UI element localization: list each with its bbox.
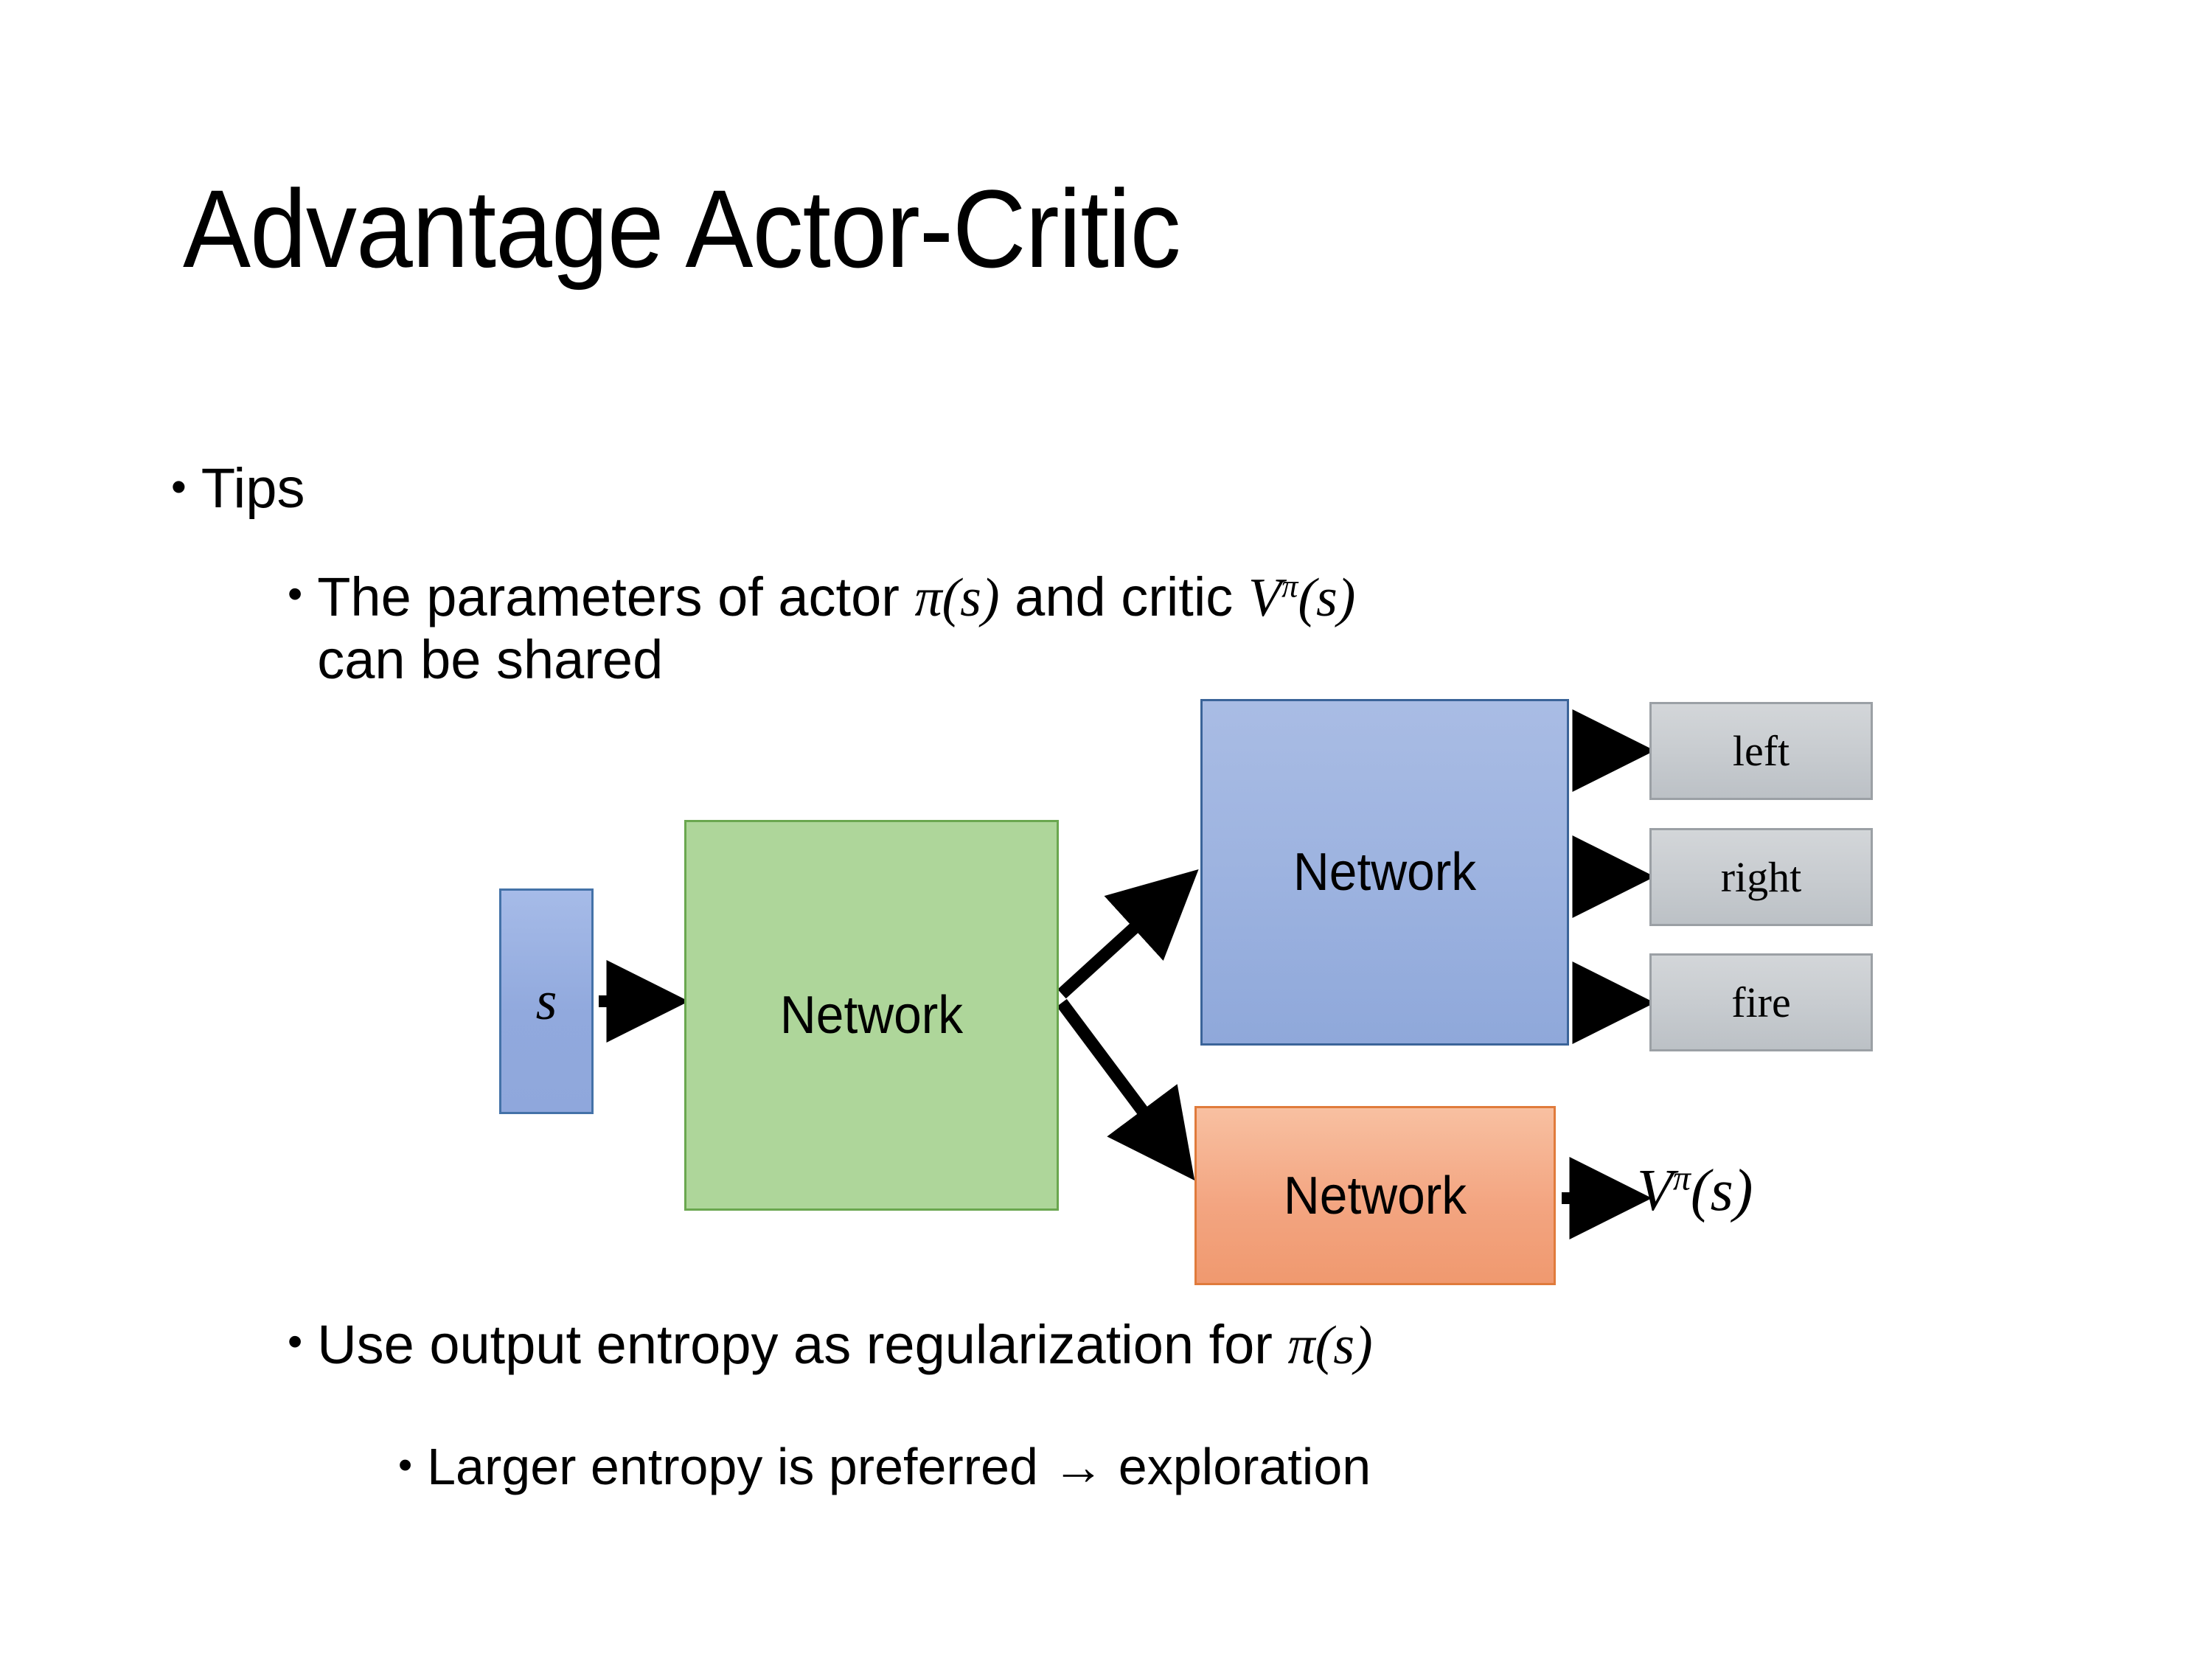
actor-network-label: Network [1293, 843, 1477, 902]
math-v-pi-of-s: Vπ(s) [1248, 567, 1356, 628]
action-box-left[interactable]: left [1649, 702, 1873, 800]
bullet-entropy-label: Use output entropy as regularization for… [317, 1314, 1372, 1377]
text-entropy-before: Use output entropy as regularization for [317, 1314, 1288, 1375]
bullet-marker-icon: • [171, 462, 187, 511]
math-v-argument: (s) [1298, 568, 1356, 628]
shared-network-box[interactable]: Network [684, 820, 1059, 1211]
bullet-marker-icon: • [398, 1442, 413, 1487]
bullet-shared-parameters: • The parameters of actor π(s) and criti… [288, 566, 1355, 692]
actor-network-box[interactable]: Network [1200, 699, 1569, 1046]
math-pi-of-s: π(s) [914, 568, 1000, 628]
arrow-shared-to-actor [1057, 869, 1199, 999]
shared-network-label: Network [779, 986, 964, 1045]
critic-network-label: Network [1283, 1166, 1467, 1225]
page-title: Advantage Actor-Critic [183, 167, 1181, 291]
text-params-middle: and critic [999, 566, 1248, 627]
math-v-base: V [1248, 568, 1282, 628]
bullet-tips: • Tips [171, 457, 305, 521]
action-box-fire[interactable]: fire [1649, 953, 1873, 1051]
text-params-before: The parameters of actor [317, 566, 915, 627]
value-argument: (s) [1690, 1158, 1753, 1223]
bullet-larger-entropy-label: Larger entropy is preferred → exploratio… [427, 1438, 1371, 1495]
state-input-box[interactable]: s [499, 888, 594, 1114]
action-box-right[interactable]: right [1649, 828, 1873, 926]
bullet-tips-label: Tips [201, 457, 305, 520]
bullet-shared-parameters-label: The parameters of actor π(s) and critic … [317, 566, 1355, 692]
bullet-larger-entropy: • Larger entropy is preferred → explorat… [398, 1438, 1371, 1497]
bullet-entropy-regularization: • Use output entropy as regularization f… [288, 1314, 1373, 1377]
value-base: V [1637, 1158, 1673, 1223]
text-params-after: can be shared [317, 629, 664, 691]
bullet-marker-icon: • [288, 571, 303, 618]
value-function-output: Vπ(s) [1637, 1158, 1753, 1225]
action-label-right: right [1720, 853, 1802, 901]
state-symbol-label: s [535, 970, 557, 1032]
math-v-superscript: π [1281, 567, 1298, 605]
arrow-shared-to-critic [1057, 998, 1195, 1181]
value-superscript: π [1672, 1158, 1691, 1198]
bullet-marker-icon: • [288, 1318, 303, 1366]
action-label-left: left [1732, 727, 1790, 775]
critic-network-box[interactable]: Network [1194, 1106, 1556, 1285]
math-pi-of-s: π(s) [1287, 1315, 1373, 1376]
action-label-fire: fire [1731, 978, 1791, 1026]
